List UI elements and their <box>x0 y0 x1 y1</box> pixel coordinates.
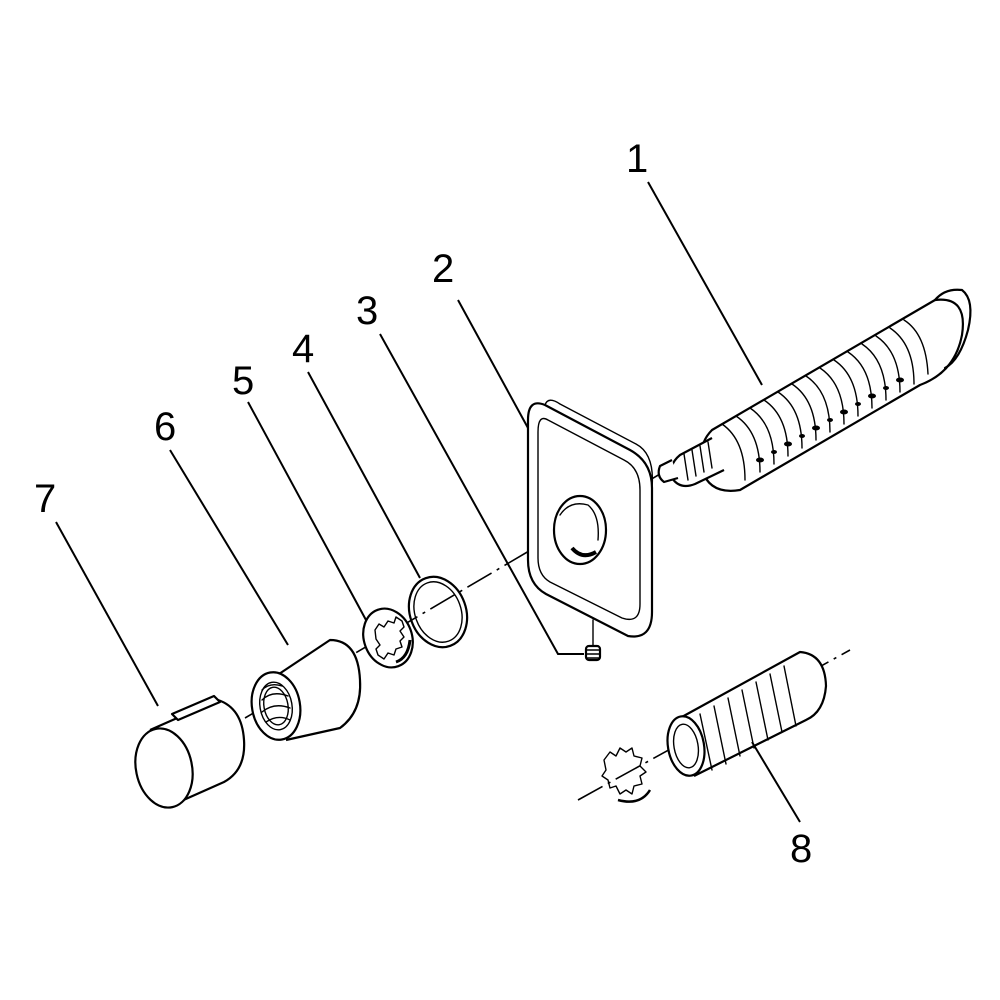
part-labels: 1 2 3 4 5 6 7 8 <box>34 137 812 871</box>
part-label-7: 7 <box>34 477 56 521</box>
escutcheon-plate-part-2 <box>526 399 654 638</box>
extension-part-8 <box>601 650 828 803</box>
part-label-1: 1 <box>626 137 648 181</box>
leader-3 <box>379 333 584 655</box>
part-label-2: 2 <box>432 247 454 291</box>
part-label-4: 4 <box>292 327 314 371</box>
leader-1 <box>647 181 763 386</box>
leader-2 <box>457 299 529 429</box>
cartridge-part-1 <box>657 288 972 492</box>
retaining-clip <box>601 747 652 803</box>
part-label-6: 6 <box>154 405 176 449</box>
o-ring-part-4 <box>407 575 469 649</box>
part-label-3: 3 <box>356 289 378 333</box>
part-label-5: 5 <box>232 359 254 403</box>
leader-8 <box>751 741 801 823</box>
leader-lines <box>55 181 801 823</box>
leader-5 <box>247 401 367 621</box>
part-label-8: 8 <box>790 827 812 871</box>
leader-4 <box>307 371 421 579</box>
threaded-sleeve-part-6 <box>250 638 362 742</box>
leader-6 <box>169 449 289 646</box>
set-screw-part-3 <box>584 619 602 662</box>
leader-7 <box>55 521 159 707</box>
toothed-ring-part-5 <box>362 607 414 669</box>
handle-knob-part-7 <box>134 694 246 809</box>
